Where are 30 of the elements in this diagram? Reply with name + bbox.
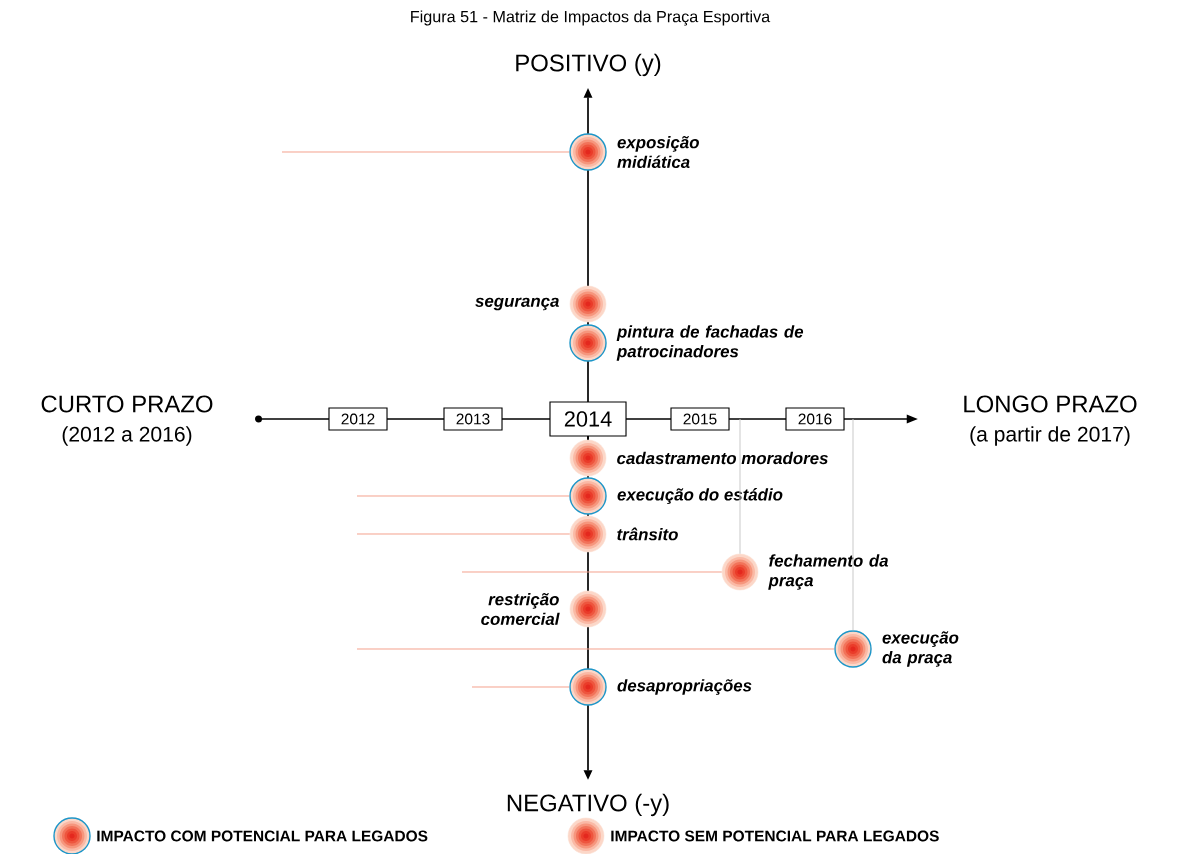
impact-label: segurança: [475, 297, 559, 311]
year-box: 2014: [549, 401, 627, 437]
leader-line: [356, 495, 570, 497]
year-box: 2012: [328, 407, 388, 431]
legend-label: IMPACTO SEM POTENCIAL PARA LEGADOS: [611, 830, 939, 842]
axis-label: LONGO PRAZO: [964, 395, 1137, 413]
title: Figura 51 - Matriz de Impactos da Praça Esportiva: [411, 10, 771, 26]
legend-label: IMPACTO COM POTENCIAL PARA LEGADOS: [97, 830, 428, 842]
leader-line: [356, 648, 835, 650]
leader-line: [461, 571, 723, 573]
axis-label: CURTO PRAZO: [41, 395, 213, 413]
leader-line: [471, 686, 570, 688]
leader-line: [281, 151, 570, 153]
impact-label: pintura de fachadas de patrocinadores: [616, 325, 804, 361]
impact-label: execução da praça: [882, 631, 959, 667]
impact-label: desapropriações: [617, 679, 752, 695]
year-box: 2015: [670, 407, 730, 431]
impact-label: restrição comercial: [481, 592, 560, 625]
axis-label: NEGATIVO (-y): [507, 793, 669, 817]
year-box: 2016: [785, 407, 845, 431]
impact-label: trânsito: [617, 527, 678, 541]
year-box: 2013: [443, 407, 503, 431]
impact-label: exposição midiática: [617, 135, 699, 169]
leader-line: [356, 533, 571, 535]
impact-label: fechamento da praça: [768, 554, 889, 590]
impact-label: execução do estádio: [617, 488, 783, 504]
axis-label: (2012 a 2016): [62, 426, 192, 446]
axis-label: (a partir de 2017): [970, 426, 1130, 446]
axis-label: POSITIVO (y): [516, 53, 661, 77]
impact-label: cadastramento moradores: [617, 451, 828, 465]
